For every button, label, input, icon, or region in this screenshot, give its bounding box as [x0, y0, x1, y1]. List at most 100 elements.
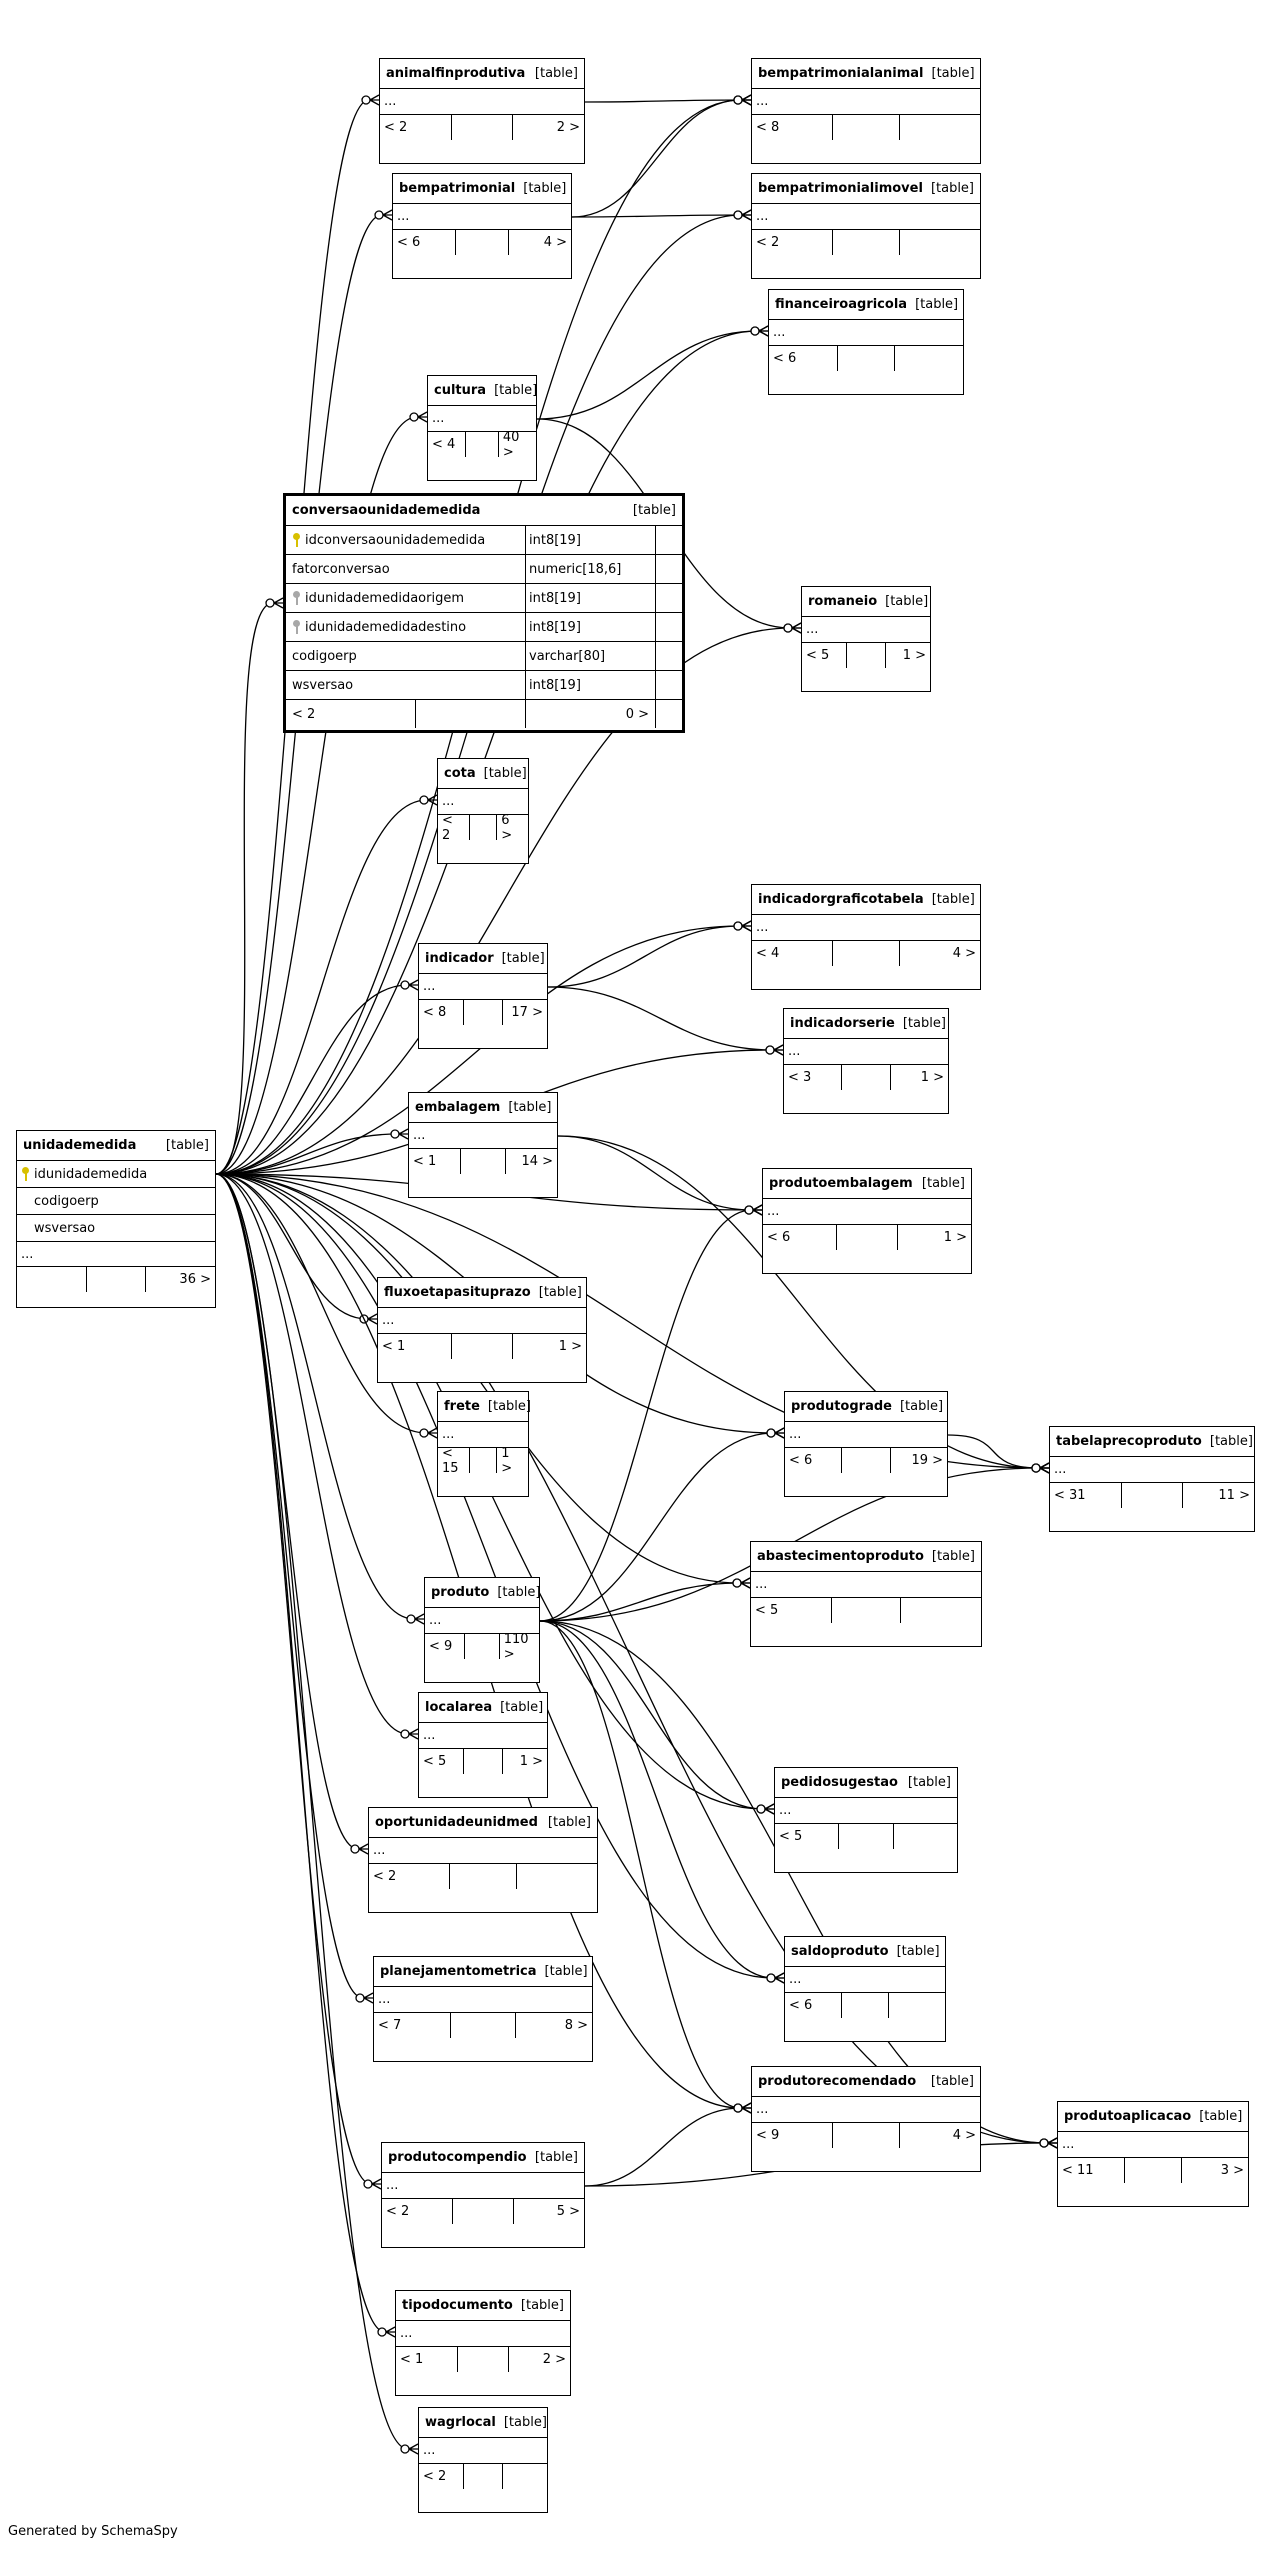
parents-count[interactable]: < 9 — [425, 1634, 466, 1659]
parents-count[interactable]: < 6 — [785, 1448, 843, 1473]
parents-count[interactable]: < 5 — [775, 1824, 840, 1849]
children-count[interactable]: 40 > — [502, 429, 520, 460]
more-columns[interactable]: ... — [393, 204, 571, 230]
table-bempatrimonialimovel[interactable]: bempatrimonialimovel[table]...< 2 — [751, 173, 981, 279]
parents-count[interactable]: < 6 — [763, 1225, 837, 1250]
children-count[interactable]: 1 > — [558, 1339, 582, 1354]
parents-count[interactable]: < 8 — [752, 115, 833, 140]
parents-count[interactable]: < 2 — [382, 2199, 454, 2224]
children-count[interactable]: 2 > — [542, 2352, 566, 2367]
parents-count[interactable]: < 1 — [378, 1334, 452, 1359]
more-columns[interactable]: ... — [1050, 1457, 1254, 1483]
parents-count[interactable] — [17, 1267, 88, 1292]
children-count[interactable]: 4 > — [952, 2128, 976, 2143]
table-saldoproduto[interactable]: saldoproduto[table]...< 6 — [784, 1936, 946, 2042]
children-count[interactable]: 14 > — [521, 1154, 554, 1169]
more-columns[interactable]: ... — [775, 1798, 957, 1824]
parents-count[interactable]: < 2 — [380, 115, 453, 140]
more-columns[interactable]: ... — [438, 1422, 528, 1448]
more-columns[interactable]: ... — [1058, 2132, 1248, 2158]
table-bempatrimonialanimal[interactable]: bempatrimonialanimal[table]...< 8 — [751, 58, 981, 164]
children-count[interactable]: 1 > — [943, 1230, 967, 1245]
column-row[interactable]: idunidademedida — [17, 1161, 215, 1188]
parents-count[interactable]: < 31 — [1050, 1483, 1123, 1508]
more-columns[interactable]: ... — [752, 915, 980, 941]
more-columns[interactable]: ... — [752, 204, 980, 230]
children-count[interactable] — [895, 346, 963, 371]
table-financeiroagricola[interactable]: financeiroagricola[table]...< 6 — [768, 289, 964, 395]
children-count[interactable]: 3 > — [1220, 2163, 1244, 2178]
more-columns[interactable]: ... — [419, 974, 547, 1000]
children-count[interactable]: 6 > — [501, 812, 513, 843]
table-oportunidadeunidmed[interactable]: oportunidadeunidmed[table]...< 2 — [368, 1807, 598, 1913]
children-count[interactable]: 8 > — [564, 2018, 588, 2033]
parents-count[interactable]: < 2 — [286, 700, 416, 728]
more-columns[interactable]: ... — [425, 1608, 539, 1634]
parents-count[interactable]: < 6 — [785, 1993, 842, 2018]
parents-count[interactable]: < 4 — [752, 941, 833, 966]
children-count[interactable]: 19 > — [911, 1453, 944, 1468]
table-pedidosugestao[interactable]: pedidosugestao[table]...< 5 — [774, 1767, 958, 1873]
children-count[interactable]: 1 > — [902, 648, 926, 663]
children-count[interactable]: 4 > — [543, 235, 567, 250]
more-columns[interactable]: ... — [751, 1572, 981, 1598]
more-columns[interactable]: ... — [802, 617, 930, 643]
children-count[interactable]: 110 > — [503, 1631, 529, 1662]
more-columns[interactable]: ... — [369, 1838, 597, 1864]
table-wagrlocal[interactable]: wagrlocal[table]...< 2 — [418, 2407, 548, 2513]
more-columns[interactable]: ... — [784, 1039, 948, 1065]
column-row[interactable]: codigoerp — [17, 1188, 215, 1215]
children-count[interactable]: 2 > — [556, 120, 580, 135]
children-count[interactable] — [517, 1864, 597, 1889]
more-columns[interactable]: ... — [785, 1967, 945, 1993]
more-columns[interactable]: ... — [769, 320, 963, 346]
children-count[interactable] — [889, 1993, 945, 2018]
parents-count[interactable]: < 7 — [374, 2013, 452, 2038]
children-count[interactable] — [901, 1598, 981, 1623]
more-columns[interactable]: ... — [752, 89, 980, 115]
more-columns[interactable]: ... — [438, 789, 528, 815]
children-count[interactable]: 5 > — [556, 2204, 580, 2219]
parents-count[interactable]: < 2 — [752, 230, 833, 255]
parents-count[interactable]: < 1 — [396, 2347, 458, 2372]
more-columns[interactable]: ... — [378, 1308, 586, 1334]
parents-count[interactable]: < 2 — [369, 1864, 450, 1889]
parents-count[interactable]: < 5 — [419, 1749, 465, 1774]
children-count[interactable]: 4 > — [952, 946, 976, 961]
parents-count[interactable]: < 11 — [1058, 2158, 1126, 2183]
more-columns[interactable]: ... — [419, 2438, 547, 2464]
children-count[interactable]: 17 > — [511, 1005, 543, 1020]
children-count[interactable] — [503, 2464, 547, 2489]
children-count[interactable]: 1 > — [920, 1070, 944, 1085]
more-columns[interactable]: ... — [396, 2321, 570, 2347]
parents-count[interactable]: < 1 — [409, 1149, 462, 1174]
more-columns[interactable]: ... — [763, 1199, 971, 1225]
more-columns[interactable]: ... — [17, 1242, 215, 1267]
parents-count[interactable]: < 4 — [428, 432, 467, 457]
children-count[interactable]: 0 > — [526, 700, 656, 728]
parents-count[interactable]: < 5 — [751, 1598, 833, 1623]
children-count[interactable]: 1 > — [501, 1445, 513, 1476]
parents-count[interactable]: < 8 — [419, 1000, 465, 1025]
more-columns[interactable]: ... — [428, 406, 536, 432]
children-count[interactable]: 11 > — [1218, 1488, 1250, 1503]
parents-count[interactable]: < 9 — [752, 2123, 833, 2148]
